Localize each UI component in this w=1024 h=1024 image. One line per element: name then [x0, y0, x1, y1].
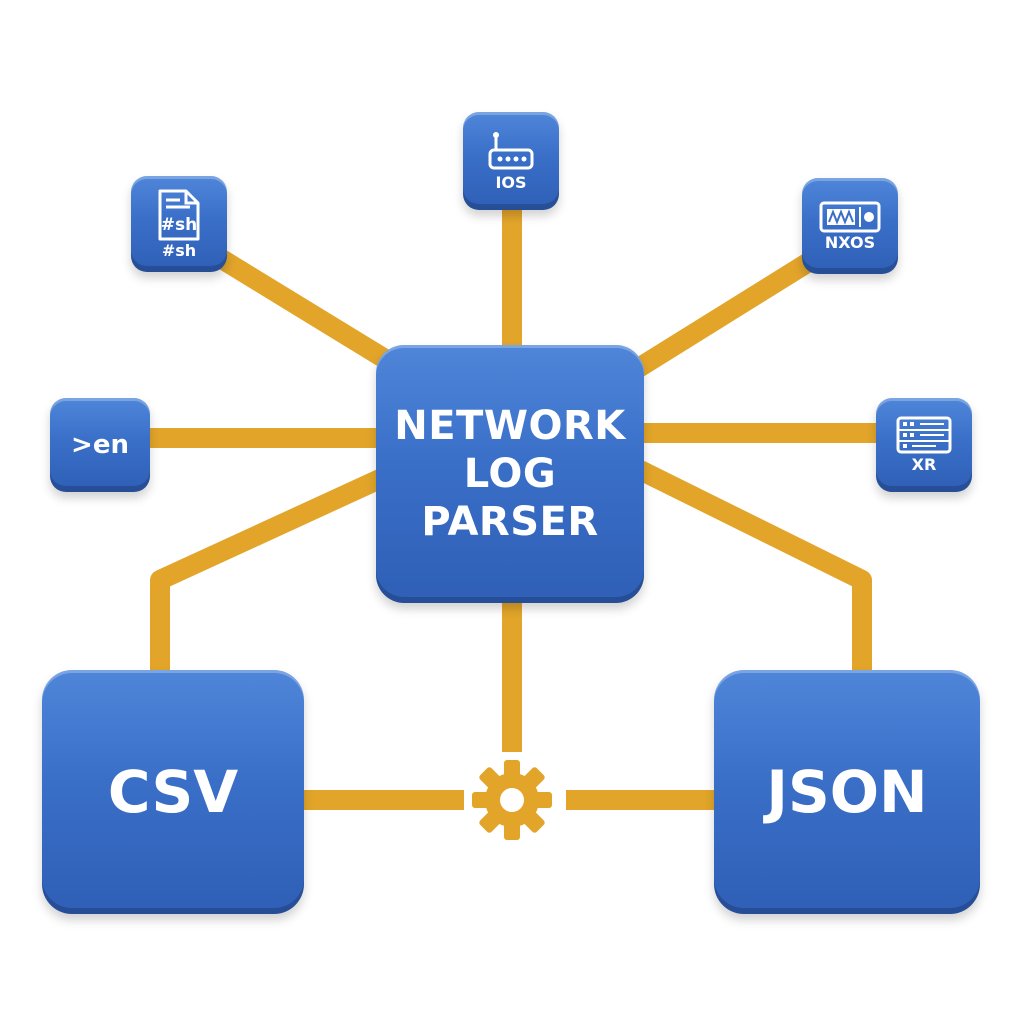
- gear-icon: [472, 760, 552, 840]
- parser-title-line-3: PARSER: [421, 499, 599, 545]
- input-node-xr: XR: [876, 398, 972, 492]
- connector-csv: [150, 468, 387, 672]
- label-en: >en: [71, 430, 129, 460]
- input-node-ios: IOS: [463, 112, 559, 210]
- input-node-nxos: NXOS: [802, 178, 898, 274]
- sh-icon-text: #sh: [161, 215, 197, 235]
- output-node-csv: CSV: [42, 670, 304, 914]
- shell-script-file-icon: #sh: [154, 188, 204, 242]
- rack-router-icon: [896, 416, 952, 456]
- connector-nxos: [626, 251, 818, 381]
- output-node-json: JSON: [714, 670, 980, 914]
- label-csv: CSV: [107, 758, 239, 826]
- input-node-en: >en: [50, 398, 150, 492]
- parser-title-line-2: LOG: [463, 451, 557, 497]
- switch-chassis-icon: [819, 200, 881, 234]
- label-nxos: NXOS: [824, 233, 876, 252]
- label-json: JSON: [766, 758, 928, 826]
- label-sh: #sh: [161, 241, 197, 260]
- label-ios: IOS: [495, 173, 527, 192]
- connector-sh: [214, 249, 396, 371]
- router-icon: [486, 130, 536, 174]
- parser-title-line-1: NETWORK: [394, 403, 626, 449]
- connector-json: [635, 461, 872, 672]
- input-node-sh: #sh #sh: [131, 176, 227, 272]
- label-xr: XR: [911, 455, 937, 474]
- network-log-parser-node: NETWORK LOG PARSER: [376, 345, 644, 603]
